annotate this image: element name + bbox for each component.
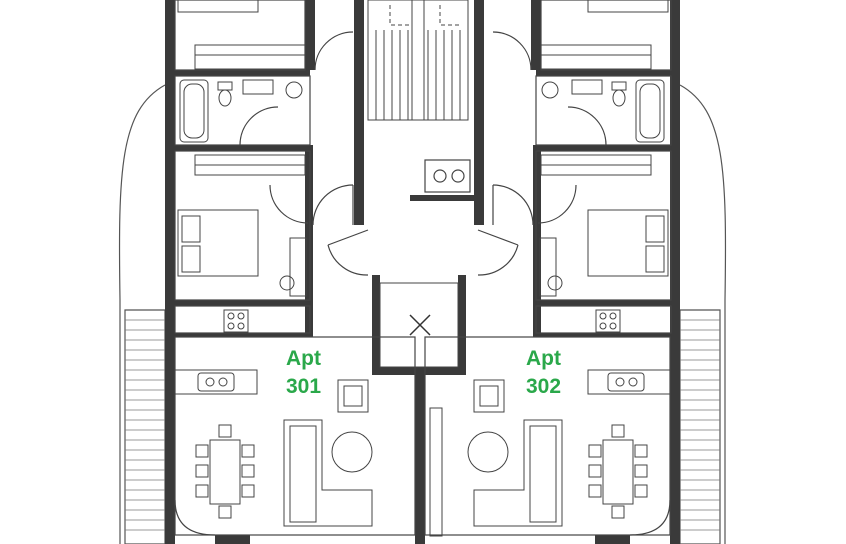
apartment-label-302: Apt 302 xyxy=(526,345,561,401)
walls xyxy=(165,0,680,544)
hob-icon xyxy=(223,309,621,333)
wardrobes xyxy=(194,44,652,176)
stair-icon xyxy=(367,0,469,121)
wheelchair-icon xyxy=(424,159,471,193)
balcony-hatching xyxy=(125,319,720,531)
lift-x-icon xyxy=(379,282,459,368)
apartment-label-line1: Apt xyxy=(286,347,321,370)
apartment-label-line2: 301 xyxy=(286,375,322,398)
toilet-icon xyxy=(217,81,627,107)
sink-icon xyxy=(174,79,671,395)
bed-icon xyxy=(177,0,669,297)
thin-lines xyxy=(174,0,672,536)
dining-table-icon xyxy=(195,424,648,519)
apartment-label-301: Apt 301 xyxy=(286,345,321,401)
sofa-icon xyxy=(283,379,563,537)
apartment-label-line2: 302 xyxy=(526,375,562,398)
apartment-label-line1: Apt xyxy=(526,347,561,370)
bathtub-icon xyxy=(179,79,665,143)
